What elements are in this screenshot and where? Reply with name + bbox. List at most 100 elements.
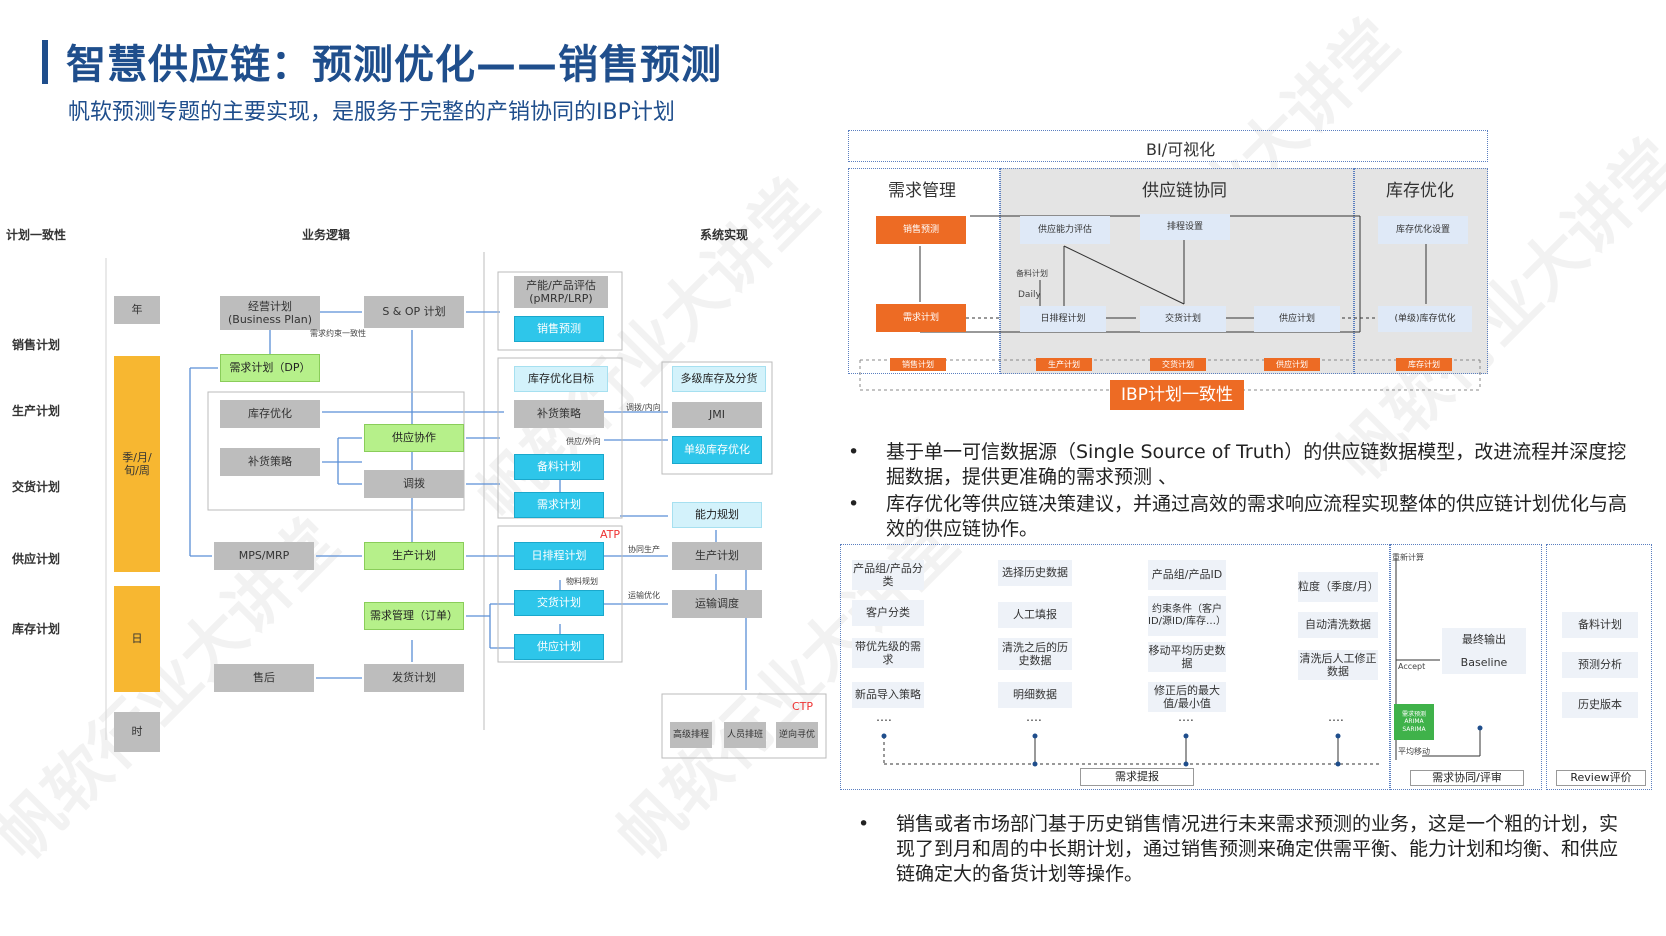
rt-daily-label: Daily (1018, 290, 1041, 300)
flow-c4-2: 清洗后人工修正数据 (1298, 650, 1378, 680)
sop-box: S & OP 计划 (364, 296, 464, 328)
ctp-label: CTP (792, 700, 814, 713)
inventory-target-box: 库存优化目标 (514, 366, 608, 392)
rt-tag-delivery: 交货计划 (1150, 358, 1206, 371)
flow-model-label-0: 需求预测 (1401, 711, 1426, 719)
bullet-mark: • (858, 813, 870, 835)
jmi-box: JMI (672, 402, 762, 428)
flow-c4-0: 粒度（季度/月） (1298, 572, 1379, 602)
bi-visualization-label: BI/可视化 (1146, 140, 1216, 159)
flow-c6-2: 历史版本 (1562, 692, 1638, 718)
atp-label: ATP (600, 528, 621, 541)
flow-final-output: 最终输出 Baseline (1442, 628, 1526, 674)
collab-production-label: 协同生产 (628, 545, 660, 554)
rt-sched-setting-box: 排程设置 (1140, 214, 1230, 240)
demand-order-box: 需求管理（订单） (364, 602, 464, 630)
time-year: 年 (114, 296, 160, 324)
transport-opt-label: 运输优化 (628, 591, 660, 600)
flow-c1-1: 客户分类 (852, 600, 924, 626)
time-season-month-week: 季/月/旬/周 (114, 356, 160, 572)
staff-scheduling-box: 人员排班 (724, 722, 766, 748)
flow-frame-request (840, 544, 1390, 790)
flow-moving-avg-label: 平均移动 (1398, 747, 1430, 756)
rt-delivery-box: 交货计划 (1140, 306, 1226, 332)
section-title-demand: 需求管理 (888, 181, 956, 201)
rt-tag-sales: 销售计划 (890, 358, 946, 371)
inventory-optimization-box: 库存优化 (220, 400, 320, 428)
row-label-sales-plan: 销售计划 (12, 338, 61, 352)
flow-c3-1: 约束条件（客户ID/源ID/库存…） (1148, 596, 1226, 636)
rt-tag-production: 生产计划 (1036, 358, 1092, 371)
flow-c4-1: 自动清洗数据 (1298, 612, 1378, 638)
production-plan-box: 生产计划 (364, 542, 464, 570)
flow-c3-3: 修正后的最大值/最小值 (1148, 682, 1226, 712)
bullet-top-2-text: 库存优化等供应链决策建议，并通过高效的需求响应流程实现整体的供应链计划优化与高效… (886, 493, 1628, 540)
replenish-strategy-box: 补货策略 (220, 448, 320, 476)
col-header-system: 系统实现 (700, 228, 749, 242)
supply-collab-box: 供应协作 (364, 424, 464, 452)
supply-out-label: 供应/外向 (566, 437, 601, 446)
flow-c2-0: 选择历史数据 (998, 560, 1072, 586)
flow-baseline-label: Baseline (1460, 656, 1508, 669)
daily-schedule-box: 日排程计划 (514, 542, 604, 570)
flow-accept-label: Accept (1398, 662, 1426, 671)
flow-recalc-label: 重新计算 (1392, 553, 1424, 562)
reverse-optimization-box: 逆向寻优 (776, 722, 818, 748)
flow-c2-3: 明细数据 (998, 682, 1072, 708)
section-title-supply: 供应链协同 (1142, 181, 1227, 201)
row-label-production-plan: 生产计划 (12, 404, 61, 418)
flow-model-label-2: SARIMA (1402, 725, 1426, 733)
single-inventory-box: 单级库存优化 (672, 436, 762, 464)
flow-c1-2: 带优先级的需求 (852, 638, 924, 668)
flow-model-label-1: ARIMA (1404, 718, 1424, 726)
flow-c1-3: 新品导入策略 (852, 682, 924, 708)
row-label-inventory-plan: 库存计划 (12, 622, 61, 636)
ibp-consistency-banner: IBP计划一致性 (1110, 380, 1244, 410)
col-header-business-logic: 业务逻辑 (302, 228, 351, 242)
bullet-bottom-text: 销售或者市场部门基于历史销售情况进行未来需求预测的业务，这是一个粗的计划，实现了… (896, 813, 1619, 885)
flow-frame-review (1546, 544, 1652, 790)
rt-supply-eval-box: 供应能力评估 (1020, 216, 1110, 244)
flow-connectors (881, 558, 1483, 767)
time-hour: 时 (114, 712, 160, 752)
bullet-mark: • (848, 441, 860, 463)
transfer-box: 调拨 (364, 470, 464, 498)
demand-plan2-box: 需求计划 (514, 492, 604, 518)
rt-inv-setting-box: 库存优化设置 (1378, 216, 1468, 244)
rt-tag-supply: 供应计划 (1264, 358, 1320, 371)
page-subtitle: 帆软预测专题的主要实现，是服务于完整的产销协同的IBP计划 (68, 100, 675, 125)
rt-backup-label: 备料计划 (1016, 269, 1048, 278)
section-supply-collab (1000, 168, 1354, 374)
title-accent-bar (42, 40, 48, 84)
left-diagram-connectors (105, 252, 827, 759)
flow-c3-0: 产品组/产品ID (1148, 560, 1226, 590)
section-inventory-opt (1354, 168, 1488, 374)
rt-day-sched-box: 日排程计划 (1020, 306, 1106, 332)
flow-c2-dots: …. (1026, 710, 1042, 724)
multi-level-inventory-box: 多级库存及分货 (672, 366, 766, 392)
material-plan-label: 物料规划 (566, 577, 598, 586)
advanced-scheduling-box: 高级排程 (670, 722, 712, 748)
flow-c4-dots: …. (1328, 710, 1344, 724)
flow-c6-1: 预测分析 (1562, 652, 1638, 678)
business-plan-box: 经营计划 (Business Plan) (220, 296, 320, 330)
rt-single-inv-box: (单级)库存优化 (1378, 306, 1472, 332)
section-demand-mgmt (848, 168, 1000, 374)
flow-c3-dots: …. (1178, 710, 1194, 724)
flow-model-box: 需求预测 ARIMA SARIMA (1394, 704, 1434, 740)
rt-demand-plan-box: 需求计划 (876, 304, 966, 332)
flow-c2-2: 清洗之后的历史数据 (998, 638, 1072, 670)
flow-c3-2: 移动平均历史数据 (1148, 642, 1226, 672)
row-label-delivery-plan: 交货计划 (12, 480, 61, 494)
supply-plan-box: 供应计划 (514, 634, 604, 660)
rt-supply-box: 供应计划 (1254, 306, 1340, 332)
capacity-planning-box: 能力规划 (672, 502, 762, 528)
capacity-eval-box: 产能/产品评估 (pMRP/LRP) (514, 276, 608, 308)
flow-c1-0: 产品组/产品分类 (852, 560, 924, 590)
flow-final-output-label: 最终输出 (1462, 632, 1506, 646)
demand-plan-dp-box: 需求计划（DP） (220, 354, 320, 382)
ship-plan-box: 发货计划 (364, 664, 464, 692)
flow-c2-1: 人工填报 (998, 602, 1072, 628)
rt-sales-forecast-box: 销售预测 (876, 216, 966, 244)
rt-tag-inventory: 库存计划 (1396, 358, 1452, 371)
